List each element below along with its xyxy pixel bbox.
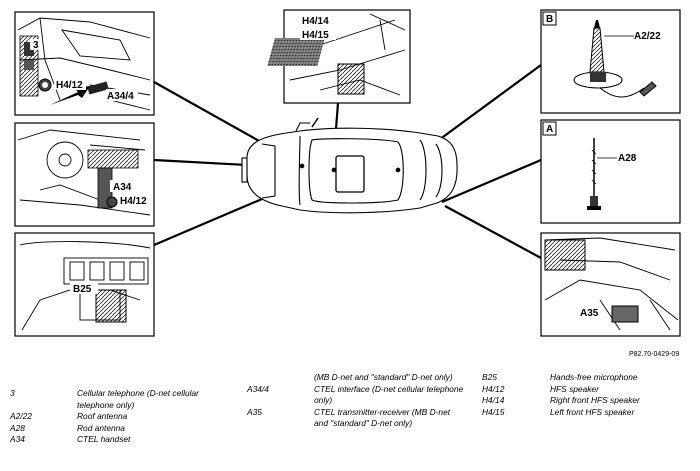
legend-item: 3 Cellular telephone (D-net cellular tel… (10, 388, 240, 411)
legend-desc: Cellular telephone (D-net cellular telep… (77, 388, 199, 410)
legend-desc: CTEL handset (77, 434, 131, 444)
box-letter-a: A (546, 124, 553, 135)
detail-box-cellular-telephone: 3 H4/12 A34/4 (14, 11, 155, 116)
legend-code: A2/22 (10, 411, 32, 421)
callout-h4-14: H4/14 (302, 16, 329, 27)
callout-b25: B25 (73, 284, 92, 295)
legend-code: H4/12 (482, 383, 505, 394)
legend-desc: Left front HFS speaker (550, 406, 635, 417)
legend-code: A35 (247, 406, 262, 417)
callout-3: 3 (33, 40, 39, 51)
callout-a28: A28 (618, 153, 637, 164)
legend-desc: HFS speaker (550, 383, 599, 394)
legend-code: A34/4 (247, 383, 269, 394)
legend-desc: Right front HFS speaker (550, 395, 640, 405)
legend-desc: Roof antenna (77, 411, 128, 421)
legend-code: 3 (10, 388, 15, 398)
callout-a35: A35 (580, 308, 599, 319)
legend-item: A35 CTEL transmitter-receiver (MB D-net … (247, 407, 477, 430)
callout-a34-4: A34/4 (107, 91, 134, 102)
legend-code: A28 (10, 422, 25, 433)
legend-item: A28 Rod antenna (10, 423, 240, 435)
detail-box-hands-free-microphone: B25 (14, 232, 155, 337)
detail-box-roof-antenna: B A2/22 (540, 9, 681, 114)
legend-column-2: (MB D-net and "standard" D-net only) A34… (247, 372, 477, 430)
legend-column-3: B25 Hands-free microphone H4/12 HFS spea… (482, 372, 692, 418)
legend-item: H4/14 Right front HFS speaker (482, 395, 692, 407)
legend-column-1: 3 Cellular telephone (D-net cellular tel… (10, 388, 240, 446)
legend-item: A2/22 Roof antenna (10, 411, 240, 423)
box-letter-b: B (546, 14, 553, 25)
detail-box-front-hfs-speakers: H4/14 H4/15 (267, 9, 411, 104)
callout-h4-12: H4/12 (56, 80, 83, 91)
legend-item: H4/15 Left front HFS speaker (482, 407, 692, 419)
car-top-view (241, 117, 458, 214)
callout-a2-22: A2/22 (634, 31, 661, 42)
callout-h4-12-b: H4/12 (120, 196, 147, 207)
legend-code: H4/14 (482, 395, 505, 405)
legend-code: H4/15 (482, 406, 505, 417)
legend-desc: Hands-free microphone (550, 372, 638, 382)
legend-code: A34 (10, 434, 25, 444)
legend-desc: (MB D-net and "standard" D-net only) (314, 372, 453, 382)
callout-h4-15: H4/15 (302, 30, 329, 41)
legend-item: B25 Hands-free microphone (482, 372, 692, 384)
detail-box-ctel-transmitter-receiver: A35 (540, 232, 681, 337)
legend-desc: CTEL interface (D-net cellular telephone… (314, 383, 464, 406)
detail-box-ctel-handset: A34 H4/12 (14, 122, 155, 227)
legend-desc: Rod antenna (77, 422, 125, 433)
callout-a34: A34 (113, 182, 132, 193)
drawing-reference: P82.70-0429-09 (629, 351, 680, 358)
legend-item: (MB D-net and "standard" D-net only) (247, 372, 477, 384)
detail-box-rod-antenna: A A28 (540, 119, 681, 224)
legend-item: A34/4 CTEL interface (D-net cellular tel… (247, 384, 477, 407)
legend-item: A34 CTEL handset (10, 434, 240, 446)
legend-code: B25 (482, 372, 497, 382)
legend-desc: CTEL transmitter-receiver (MB D-net and … (314, 406, 451, 429)
legend-item: H4/12 HFS speaker (482, 384, 692, 396)
